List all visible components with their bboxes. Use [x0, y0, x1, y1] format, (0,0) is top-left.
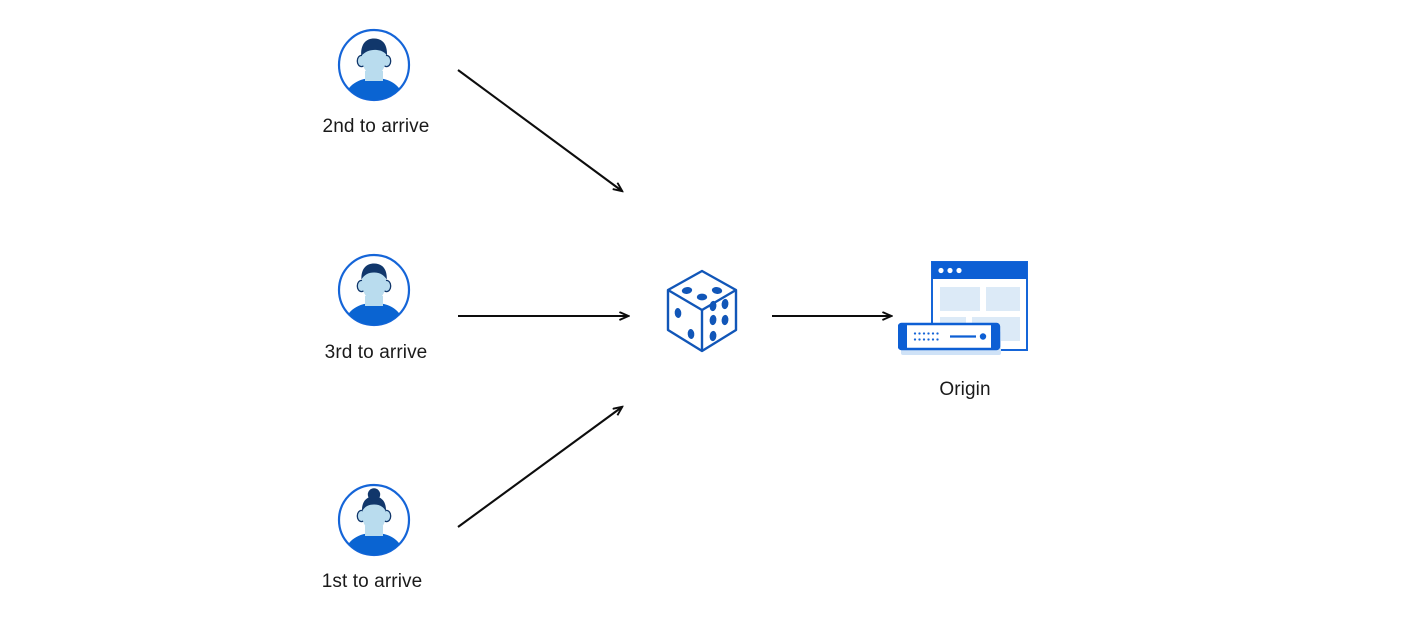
node-origin[interactable] [898, 258, 1030, 362]
server-unit-shape [898, 322, 1001, 355]
arrow-2nd-to-dice [457, 69, 622, 191]
node-label-client-2nd: 2nd to arrive [322, 116, 430, 137]
origin-server-icon [898, 261, 1028, 355]
node-randomizer[interactable] [663, 268, 741, 358]
user-avatar-short-hair-icon [337, 253, 411, 327]
arrow-1st-to-dice [457, 407, 622, 528]
user-avatar-short-hair-icon [337, 28, 411, 102]
dice-icon [666, 269, 738, 353]
node-label-client-1st: 1st to arrive [321, 571, 423, 592]
node-label-origin: Origin [939, 379, 991, 400]
user-avatar-bun-hair-icon [337, 483, 411, 557]
node-label-client-3rd: 3rd to arrive [324, 342, 428, 363]
node-client-1st[interactable] [336, 482, 412, 558]
node-client-2nd[interactable] [336, 27, 412, 103]
node-client-3rd[interactable] [336, 252, 412, 328]
